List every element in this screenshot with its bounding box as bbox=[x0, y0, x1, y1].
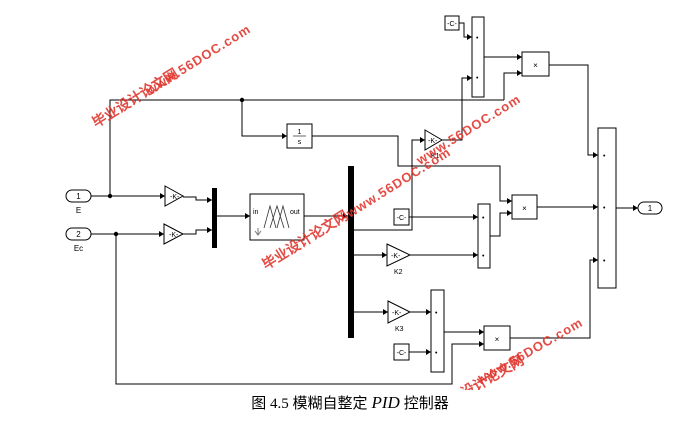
constant-1[interactable]: -C- bbox=[444, 15, 460, 31]
constant-2[interactable]: -C- bbox=[393, 208, 410, 226]
gain-k2-label: K2 bbox=[394, 269, 403, 276]
mux-1[interactable]: • • bbox=[471, 16, 485, 98]
inport-ec[interactable]: 2 Ec bbox=[65, 227, 92, 253]
caption-prefix: 图 4.5 模糊自整定 bbox=[251, 396, 368, 412]
product-3[interactable]: × bbox=[483, 325, 511, 351]
svg-text:•: • bbox=[603, 205, 606, 212]
svg-text:•: • bbox=[482, 253, 485, 260]
svg-text:•: • bbox=[435, 350, 438, 357]
svg-text:-K-: -K- bbox=[391, 253, 401, 260]
svg-text:1: 1 bbox=[298, 129, 302, 136]
download-arrow-icon bbox=[254, 228, 262, 236]
product-1[interactable]: × bbox=[521, 51, 550, 77]
constant-3[interactable]: -C- bbox=[393, 343, 410, 361]
caption-suffix: 控制器 bbox=[403, 396, 449, 412]
input-mux[interactable] bbox=[212, 188, 217, 248]
svg-text:•: • bbox=[476, 35, 479, 42]
gain-k1-label: K1 bbox=[431, 153, 440, 160]
svg-text:-C-: -C- bbox=[397, 350, 407, 357]
svg-text:-C-: -C- bbox=[397, 215, 407, 222]
gain-ec[interactable]: -K- bbox=[163, 223, 185, 245]
watermark-1-cn: 毕业设计论文网 bbox=[89, 65, 181, 131]
svg-text:s: s bbox=[298, 139, 302, 146]
fuzzy-logic-controller[interactable]: in out bbox=[249, 193, 305, 241]
svg-text:×: × bbox=[522, 204, 527, 213]
output-mux[interactable]: • • • bbox=[597, 127, 617, 289]
signal-wires bbox=[91, 22, 638, 385]
arrowheads bbox=[159, 34, 638, 355]
outport[interactable]: 1 bbox=[637, 201, 663, 215]
mux-3[interactable]: • • bbox=[430, 289, 445, 373]
fuzzy-out-port: out bbox=[290, 209, 300, 216]
watermark-3: www.56DOC.com bbox=[413, 91, 524, 168]
svg-text:毕业设计论文网: 毕业设计论文网 bbox=[89, 65, 181, 131]
caption-pid: PID bbox=[371, 393, 400, 412]
svg-text:•: • bbox=[482, 215, 485, 222]
svg-text:-K-: -K- bbox=[392, 310, 402, 317]
svg-text:•: • bbox=[603, 153, 606, 160]
inport-e-label: E bbox=[76, 206, 81, 215]
fuzzy-in-port: in bbox=[253, 209, 259, 216]
inport-e[interactable]: 1 E bbox=[65, 189, 92, 215]
svg-text:×: × bbox=[495, 335, 500, 344]
product-2[interactable]: × bbox=[511, 194, 538, 220]
svg-text:×: × bbox=[533, 61, 538, 70]
svg-text:2: 2 bbox=[76, 230, 81, 239]
simulink-diagram: 1 E 2 Ec -K- -K- in out 1 s -K- K1 bbox=[65, 15, 663, 390]
svg-text:-K-: -K- bbox=[169, 232, 179, 239]
gain-e[interactable]: -K- bbox=[164, 185, 185, 207]
membership-functions-icon bbox=[263, 204, 290, 229]
svg-text:-K-: -K- bbox=[428, 138, 438, 145]
gain-k2[interactable]: -K- K2 bbox=[386, 243, 412, 276]
output-demux[interactable] bbox=[348, 166, 354, 338]
integrator-block[interactable]: 1 s bbox=[286, 123, 313, 149]
svg-text:www.56DOC.com: www.56DOC.com bbox=[413, 91, 524, 168]
gain-k1[interactable]: -K- K1 bbox=[424, 129, 443, 160]
gain-k3[interactable]: -K- K3 bbox=[387, 300, 412, 333]
svg-text:•: • bbox=[603, 258, 606, 265]
svg-text:1: 1 bbox=[648, 204, 653, 213]
svg-text:•: • bbox=[435, 310, 438, 317]
gain-k3-label: K3 bbox=[395, 326, 404, 333]
svg-text:1: 1 bbox=[76, 192, 81, 201]
svg-text:•: • bbox=[476, 75, 479, 82]
mux-2[interactable]: • • bbox=[477, 203, 491, 269]
svg-text:-K-: -K- bbox=[170, 194, 180, 201]
inport-ec-label: Ec bbox=[74, 244, 83, 253]
svg-text:-C-: -C- bbox=[447, 21, 457, 28]
junction-dots bbox=[107, 97, 245, 237]
